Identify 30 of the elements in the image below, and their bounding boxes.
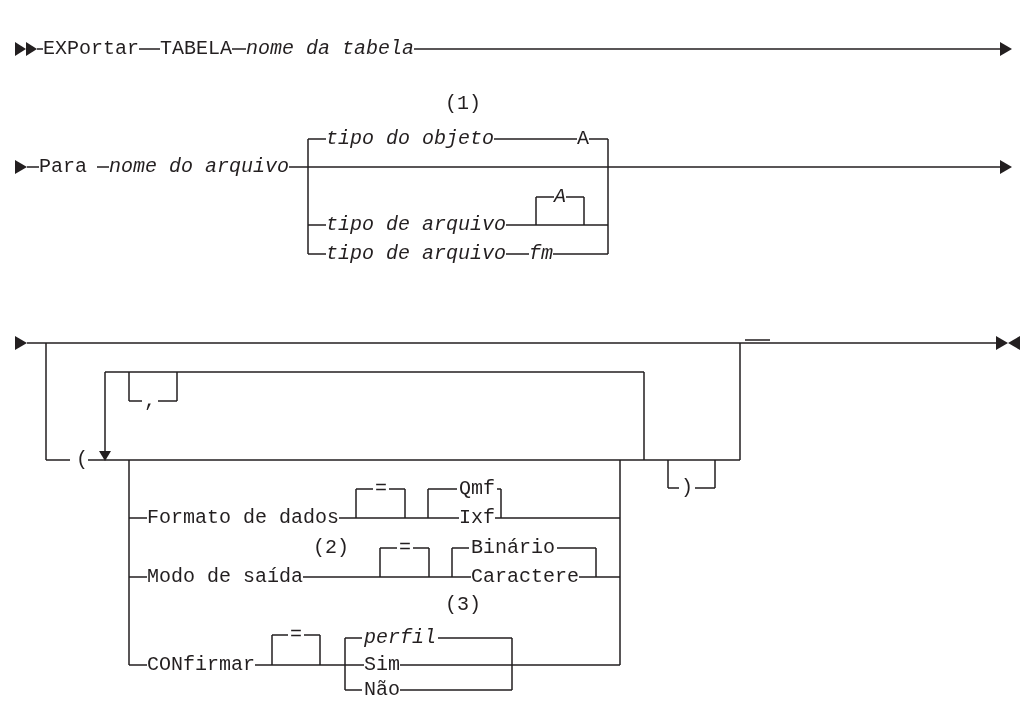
- syntax-keyword: Não: [364, 680, 400, 700]
- syntax-keyword: Sim: [364, 655, 400, 675]
- syntax-keyword: CONfirmar: [147, 655, 256, 675]
- syntax-symbol: ): [681, 478, 693, 498]
- syntax-variable: nome da tabela: [246, 39, 415, 59]
- syntax-variable: perfil: [364, 628, 436, 648]
- syntax-keyword: Ixf: [459, 508, 495, 528]
- syntax-keyword: Caractere: [471, 567, 580, 587]
- syntax-keyword: A: [577, 129, 589, 149]
- syntax-symbol: (: [76, 450, 88, 470]
- syntax-keyword: Binário: [471, 538, 555, 558]
- syntax-symbol: =: [399, 538, 411, 558]
- syntax-keyword: Formato de dados: [147, 508, 340, 528]
- syntax-symbol: =: [375, 479, 387, 499]
- syntax-symbol: =: [290, 625, 302, 645]
- footnote-number: (1): [445, 94, 481, 114]
- syntax-variable: fm: [529, 244, 553, 264]
- syntax-keyword: Modo de saída: [147, 567, 304, 587]
- syntax-symbol: ,: [144, 391, 156, 411]
- syntax-keyword: Qmf: [459, 479, 495, 499]
- syntax-variable: tipo do objeto: [326, 129, 495, 149]
- syntax-keyword: Para: [39, 157, 87, 177]
- syntax-keyword: EXPortar: [43, 39, 139, 59]
- footnote-number: (3): [445, 595, 481, 615]
- syntax-variable: nome do arquivo: [109, 157, 290, 177]
- syntax-variable: tipo de arquivo: [326, 215, 507, 235]
- footnote-number: (2): [313, 538, 349, 558]
- syntax-variable: A: [554, 187, 566, 207]
- syntax-keyword: TABELA: [160, 39, 232, 59]
- syntax-variable: tipo de arquivo: [326, 244, 507, 264]
